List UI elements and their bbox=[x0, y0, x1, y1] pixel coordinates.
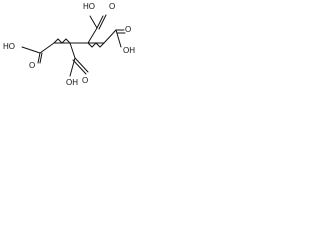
hash-bond-right bbox=[87, 42, 105, 48]
left-o-label: O bbox=[29, 61, 35, 70]
bond-right-up bbox=[103, 29, 117, 44]
top-mid-o-label: O bbox=[109, 2, 115, 11]
bond-left-carbonyl-double bbox=[39, 52, 43, 64]
bond-top-mid-carbonyl bbox=[96, 15, 104, 29]
hash-bond-left bbox=[53, 38, 71, 44]
bottom-o-label: O bbox=[82, 76, 88, 85]
bottom-oh-label: OH bbox=[66, 78, 78, 87]
bond-right-oh bbox=[115, 29, 122, 48]
top-right-o-label: O bbox=[125, 25, 131, 34]
left-ho-label: HO bbox=[3, 42, 15, 51]
molecule-svg: HO O O OH HO O O OH bbox=[3, 2, 135, 87]
bond-top-acid-to-chain bbox=[87, 27, 98, 44]
top-left-ho-label: HO bbox=[83, 2, 95, 11]
bond-left-down bbox=[39, 42, 55, 54]
bond-bottom-oh bbox=[69, 57, 76, 77]
molecule-diagram: HO O O OH HO O O OH bbox=[0, 0, 143, 88]
bond-center-down bbox=[69, 42, 76, 59]
bond-left-carbonyl bbox=[37, 52, 41, 64]
bond-bottom-carbonyl-double bbox=[72, 59, 87, 75]
bond-left-ho bbox=[21, 46, 41, 54]
bond-top-left-acid-upper bbox=[89, 15, 98, 29]
bond-top-mid-carbonyl-double bbox=[98, 14, 107, 30]
bond-bottom-carbonyl bbox=[74, 57, 89, 73]
top-right-oh-label: OH bbox=[123, 46, 135, 55]
